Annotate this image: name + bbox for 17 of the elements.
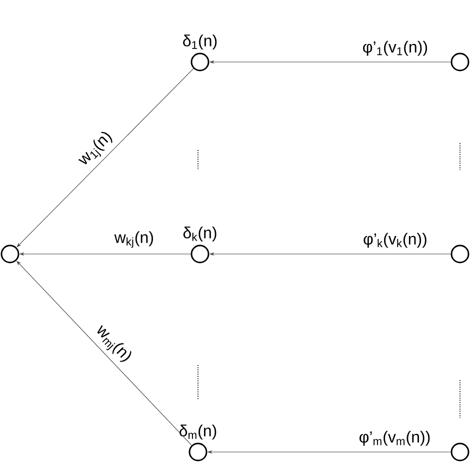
edge-label: w$_{kj}$(n) [114,231,153,248]
node-circle [188,442,208,462]
node-circle [450,442,470,462]
edge-label: w$_{mj}$(n) [97,325,132,362]
node-label: δ$_{k}$(n) [183,226,216,242]
node-circle [450,52,470,72]
edge-label: φ’$_{1}$(v$_{1}$(n)) [363,40,427,56]
node-circle [190,52,210,72]
edge-label: φ’$_{m}$(v$_{m}$(n)) [360,430,430,446]
edge-label: w$_{1j}$(n) [78,132,112,164]
node-label: δ$_{m}$(n) [180,424,216,440]
node-label: δ$_{1}$(n) [183,34,217,50]
arrow [16,68,194,248]
node-circle [450,244,470,264]
edge-label: φ’$_{k}$(v$_{k}$(n)) [364,232,426,248]
node-circle [0,244,20,264]
node-circle [190,244,210,264]
